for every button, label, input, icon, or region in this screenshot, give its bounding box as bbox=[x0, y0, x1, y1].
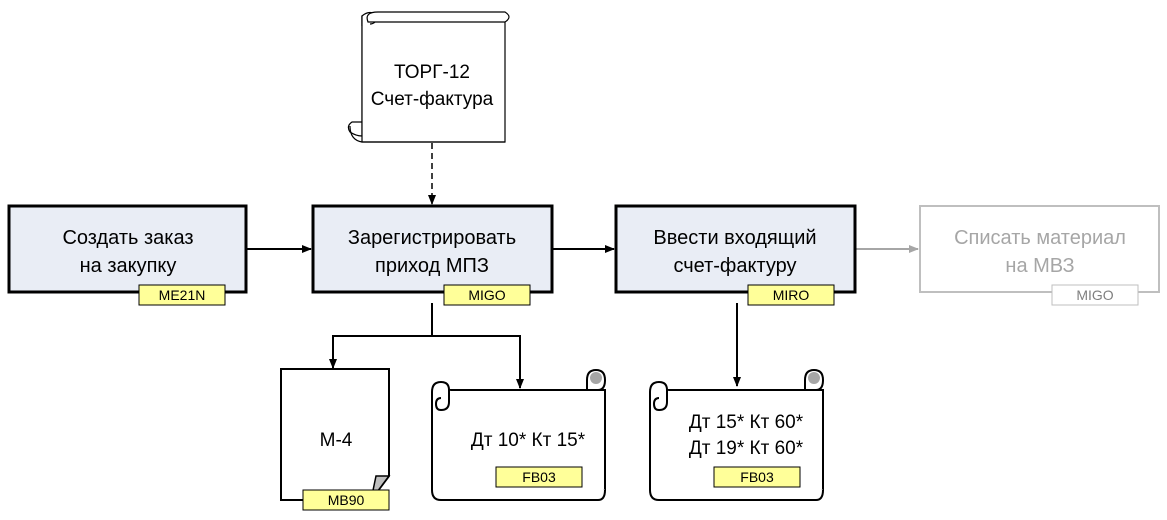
tcode-label: MIGO bbox=[1076, 287, 1113, 303]
process-label-line-1: Создать заказ bbox=[62, 227, 193, 249]
document-posting-invoice: Дт 15* Кт 60* Дт 19* Кт 60* FB03 bbox=[649, 368, 825, 501]
tcode-tag bbox=[747, 284, 835, 306]
document-line-2: Счет-фактура bbox=[371, 89, 494, 110]
arrow-receipt-to-posting bbox=[432, 335, 524, 389]
posting-line-2: Дт 19* Кт 60* bbox=[689, 438, 804, 459]
tcode-label: MB90 bbox=[328, 492, 365, 508]
tcode-label: FB03 bbox=[740, 469, 774, 485]
tcode-label: MIRO bbox=[773, 287, 810, 303]
process-label-line-1: Зарегистрировать bbox=[348, 227, 516, 249]
tcode-tag bbox=[443, 284, 531, 306]
tcode-label: ME21N bbox=[159, 287, 206, 303]
process-register-receipt: Зарегистрировать приход МПЗ MIGO bbox=[311, 204, 554, 306]
process-create-order: Создать заказ на закупку ME21N bbox=[7, 204, 248, 306]
process-label-line-2: на закупку bbox=[80, 255, 177, 277]
document-m4: М-4 MB90 bbox=[280, 368, 391, 511]
process-enter-invoice: Ввести входящий счет-фактуру MIRO bbox=[614, 204, 857, 306]
tcode-label: FB03 bbox=[522, 469, 556, 485]
tcode-label: MIGO bbox=[468, 287, 505, 303]
process-label-line-2: приход МПЗ bbox=[375, 255, 489, 277]
posting-line-1: Дт 10* Кт 15* bbox=[471, 430, 586, 451]
connectors bbox=[246, 143, 919, 389]
document-posting-receipt: Дт 10* Кт 15* FB03 bbox=[431, 368, 607, 501]
process-label-line-2: счет-фактуру bbox=[673, 255, 796, 277]
tcode-tag bbox=[138, 284, 226, 306]
process-write-off: Списать материал на МВЗ MIGO bbox=[919, 205, 1160, 306]
process-label-line-1: Ввести входящий bbox=[653, 227, 816, 249]
process-label-line-1: Списать материал bbox=[954, 227, 1126, 249]
tcode-tag bbox=[495, 466, 583, 488]
tcode-tag bbox=[1051, 284, 1139, 306]
document-torg12-invoice: ТОРГ-12 Счет-фактура bbox=[347, 11, 510, 143]
posting-line-1: Дт 15* Кт 60* bbox=[689, 412, 804, 433]
tcode-tag bbox=[302, 489, 390, 511]
tcode-tag bbox=[713, 466, 801, 488]
document-line-1: ТОРГ-12 bbox=[394, 62, 470, 83]
process-label-line-2: на МВЗ bbox=[1005, 255, 1074, 277]
arrow-receipt-to-m4 bbox=[329, 303, 433, 369]
document-label: М-4 bbox=[320, 430, 353, 451]
